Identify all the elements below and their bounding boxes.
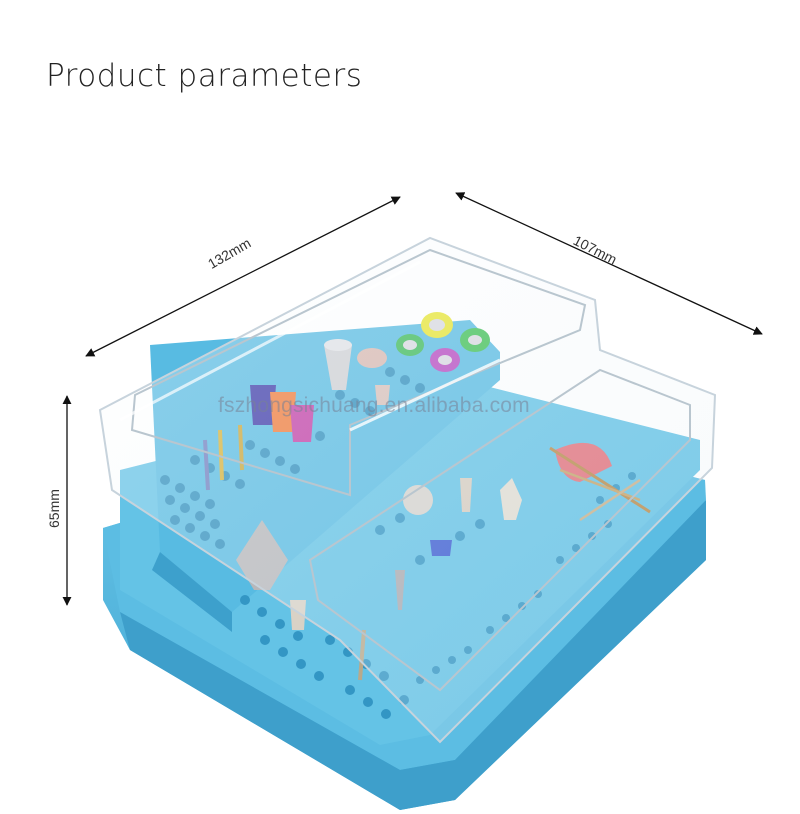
dimension-arrow-width [455, 192, 763, 335]
page-title: Product parameters [46, 58, 363, 94]
clear-lid [98, 236, 717, 744]
watermark-text: fszhongsichuang.en.alibaba.com [218, 394, 530, 417]
dimension-arrow-length [85, 196, 401, 357]
height-dimension-label: 65mm [46, 489, 62, 528]
